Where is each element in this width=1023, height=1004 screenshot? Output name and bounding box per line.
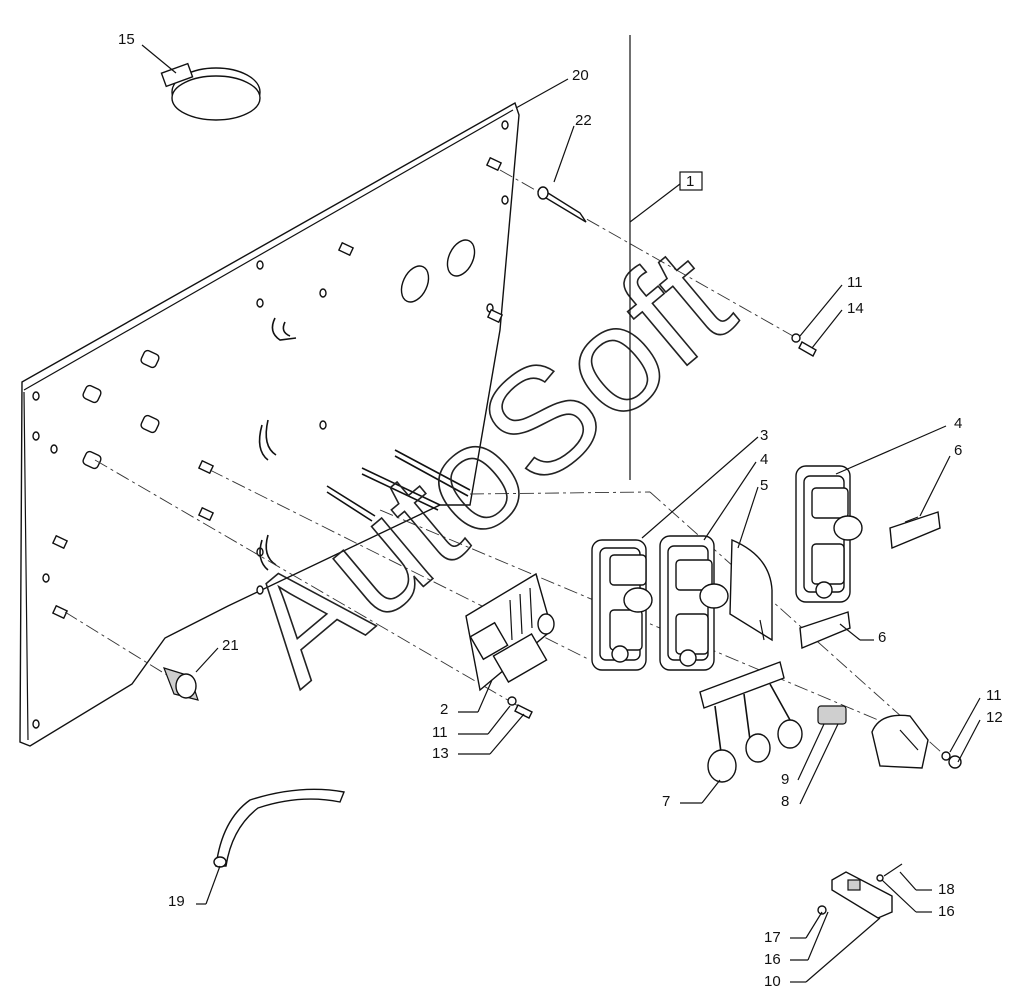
callout-16-left: 16 bbox=[764, 951, 781, 968]
callout-12: 12 bbox=[986, 709, 1003, 726]
callout-16-right: 16 bbox=[938, 903, 955, 920]
control-module-4b bbox=[795, 465, 863, 603]
mounting-bracket-10 bbox=[831, 871, 893, 919]
callout-11-right: 11 bbox=[986, 687, 1002, 704]
pin bbox=[537, 186, 587, 223]
callout-10: 10 bbox=[764, 973, 781, 990]
callout-9: 9 bbox=[781, 771, 789, 788]
reference-box: 1 bbox=[629, 35, 703, 480]
callout-5: 5 bbox=[760, 477, 768, 494]
wiring-harness bbox=[699, 661, 803, 783]
callout-22: 22 bbox=[575, 112, 592, 129]
callout-13: 13 bbox=[432, 745, 449, 762]
bracket-6b bbox=[799, 611, 851, 650]
callout-4-center: 4 bbox=[760, 451, 768, 468]
callout-6-right: 6 bbox=[954, 442, 962, 459]
callout-19: 19 bbox=[168, 893, 185, 910]
mounting-plate bbox=[19, 101, 520, 747]
callout-4-right: 4 bbox=[954, 415, 962, 432]
callout-3: 3 bbox=[760, 427, 768, 444]
control-module-4a bbox=[659, 535, 729, 671]
callout-17: 17 bbox=[764, 929, 781, 946]
callout-20: 20 bbox=[572, 67, 589, 84]
callout-7: 7 bbox=[662, 793, 670, 810]
callout-15: 15 bbox=[118, 31, 135, 48]
reference-box-label: 1 bbox=[686, 173, 694, 190]
bracket-6a bbox=[889, 511, 941, 550]
callouts: 15 20 22 11 14 3 4 4 5 6 6 21 2 11 13 bbox=[118, 31, 1003, 990]
callout-21: 21 bbox=[222, 637, 239, 654]
callout-18: 18 bbox=[938, 881, 955, 898]
spacer bbox=[162, 667, 199, 701]
callout-8: 8 bbox=[781, 793, 789, 810]
lever-handle bbox=[213, 788, 345, 868]
connector-module bbox=[465, 572, 555, 692]
control-module-3 bbox=[591, 539, 653, 671]
callout-14: 14 bbox=[847, 300, 864, 317]
callout-6-bottom: 6 bbox=[878, 629, 886, 646]
fasteners bbox=[507, 333, 962, 915]
protective-cap bbox=[871, 714, 929, 769]
callout-11-top: 11 bbox=[847, 274, 863, 291]
ring-clamp bbox=[160, 62, 261, 121]
callout-2: 2 bbox=[440, 701, 448, 718]
callout-11-left: 11 bbox=[432, 724, 448, 741]
terminal-block bbox=[817, 705, 847, 725]
cover-plate bbox=[729, 538, 773, 642]
